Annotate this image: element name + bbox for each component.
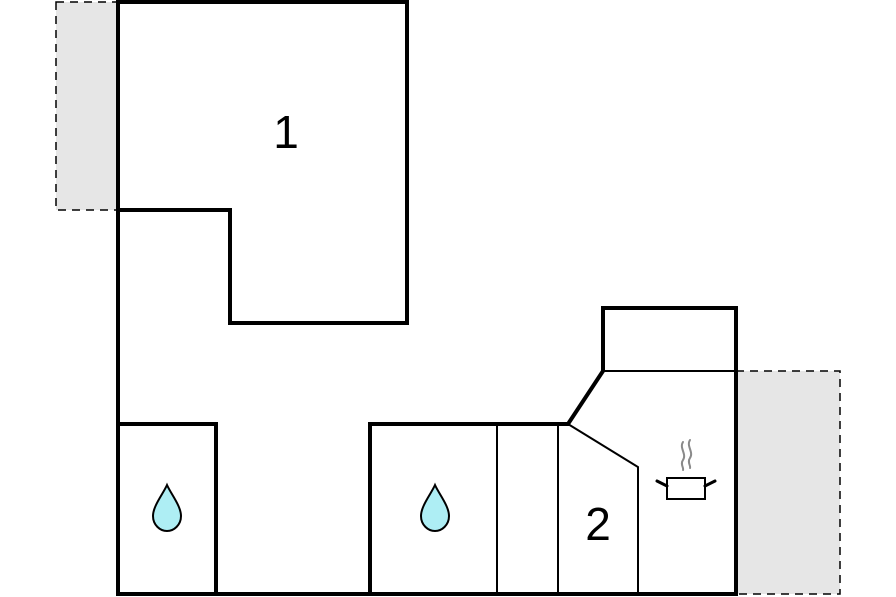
room-2-label: 2 xyxy=(585,498,611,550)
water-drop-icon xyxy=(151,482,183,533)
room-1-label: 1 xyxy=(273,106,299,158)
outer-wall-right xyxy=(368,306,738,596)
terrace-right xyxy=(735,370,841,595)
terrace-left xyxy=(55,1,119,211)
interior-wall xyxy=(567,423,639,594)
cooking-pot-icon xyxy=(655,439,717,500)
water-drop-icon xyxy=(419,482,451,533)
bathroom-left-wall xyxy=(116,422,218,596)
outer-wall xyxy=(116,0,409,325)
outer-wall-left xyxy=(116,0,738,596)
